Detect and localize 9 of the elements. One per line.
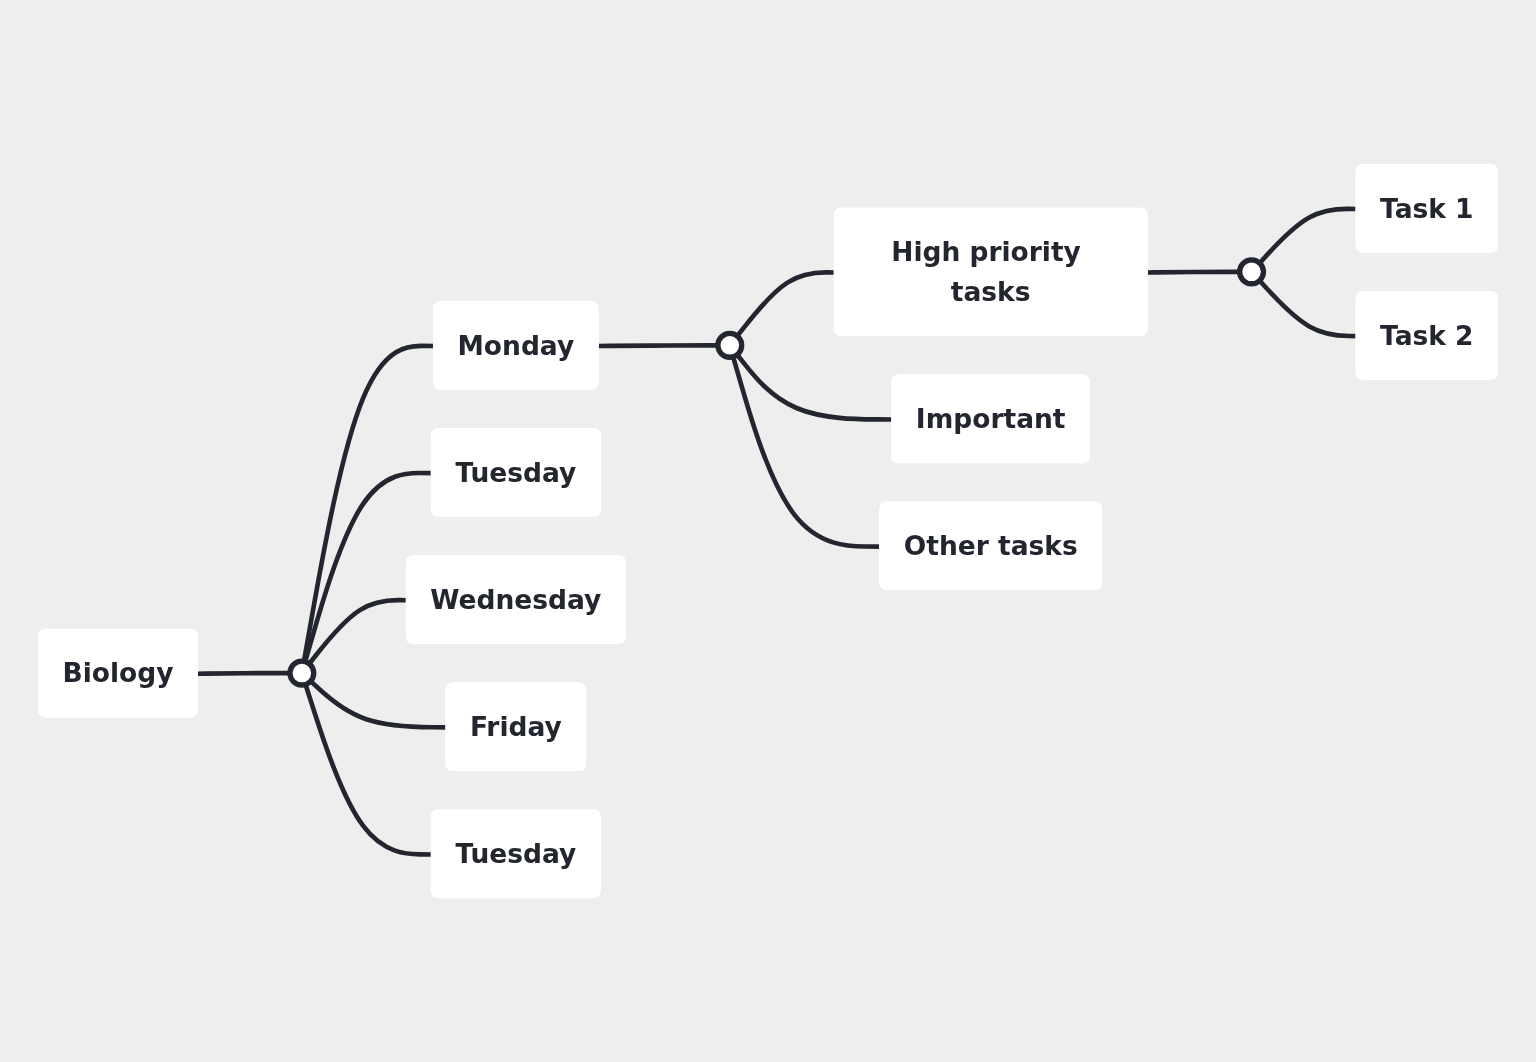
- node-circle: [1237, 257, 1267, 287]
- node-circle: [715, 330, 745, 360]
- connector: [1257, 279, 1357, 339]
- node-circle: [287, 658, 317, 688]
- connector: [1147, 269, 1240, 275]
- connector: [1257, 206, 1357, 265]
- connector: [309, 679, 447, 730]
- connector: [197, 670, 290, 676]
- connector: [598, 342, 718, 349]
